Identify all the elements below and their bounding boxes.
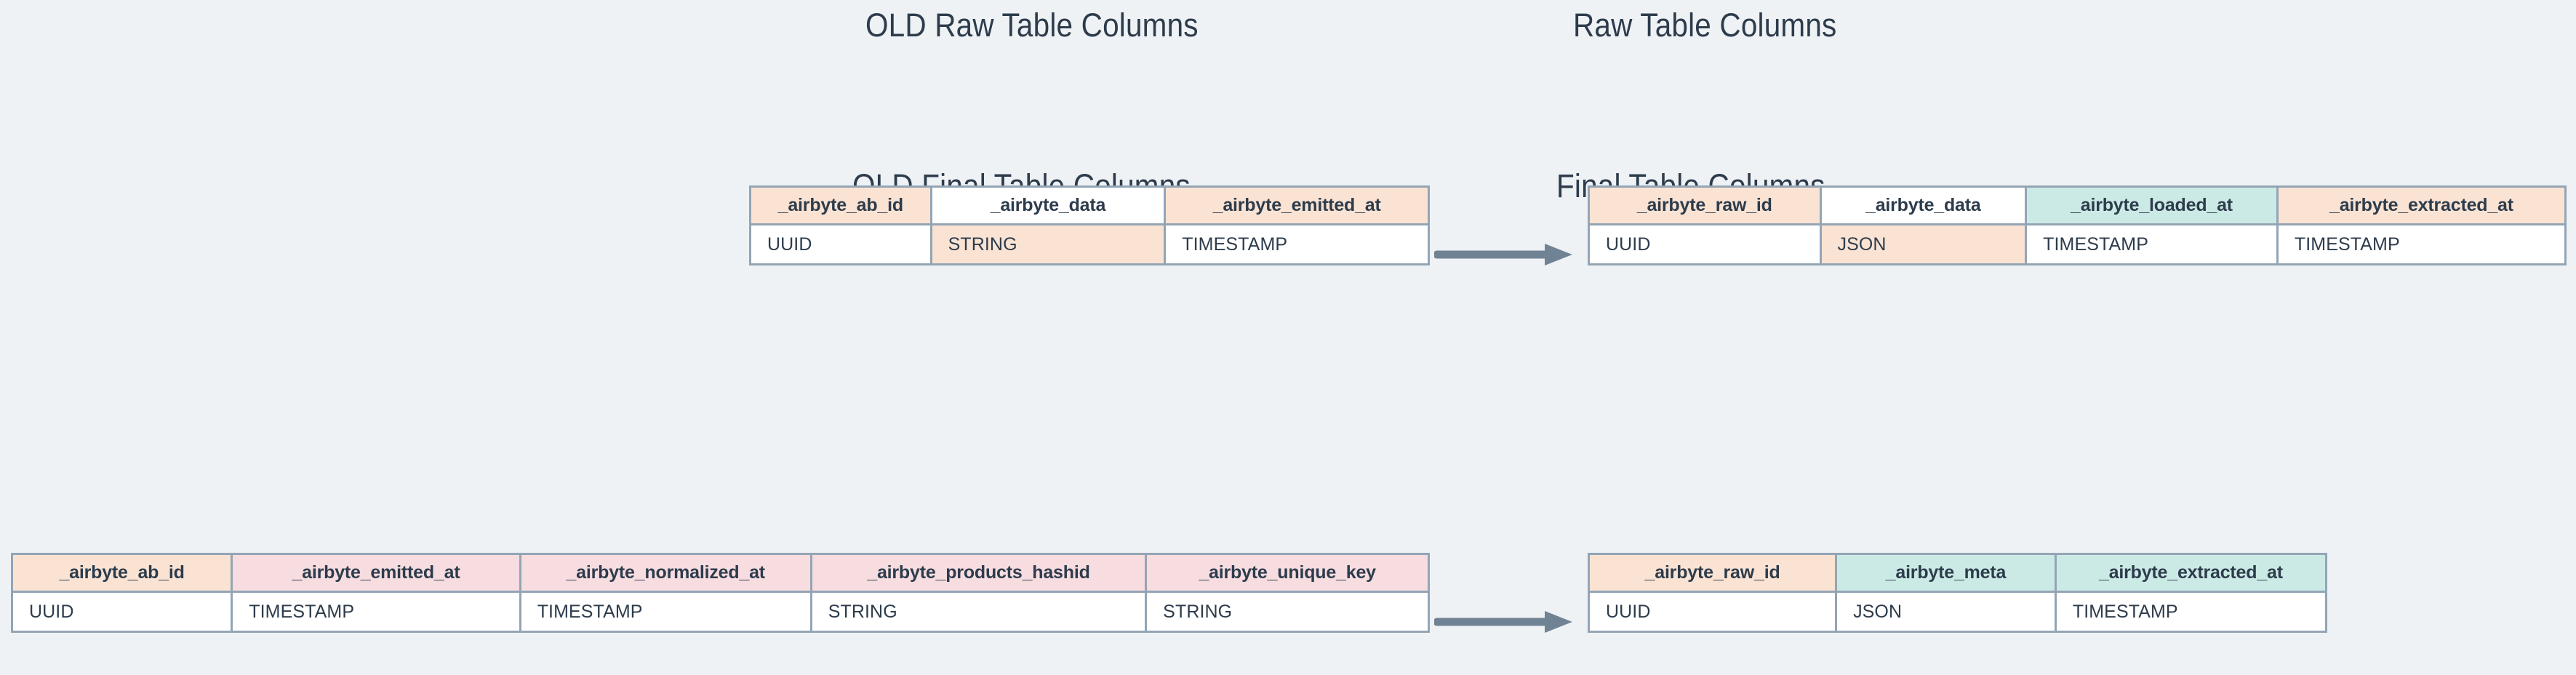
table-header-row: _airbyte_raw_id_airbyte_meta_airbyte_ext… (1590, 555, 2325, 593)
column-header-cell: _airbyte_loaded_at (2027, 188, 2279, 225)
old-raw-table-title: OLD Raw Table Columns (865, 7, 1199, 44)
column-type-cell: TIMESTAMP (2027, 225, 2279, 263)
new-raw-table-title: Raw Table Columns (1573, 7, 1837, 44)
old-raw-table: _airbyte_ab_id_airbyte_data_airbyte_emit… (749, 185, 1430, 265)
column-type-cell: UUID (13, 593, 233, 631)
column-header-cell: _airbyte_unique_key (1147, 555, 1428, 593)
column-type-cell: UUID (751, 225, 932, 263)
column-header-cell: _airbyte_ab_id (13, 555, 233, 593)
table-header-row: _airbyte_ab_id_airbyte_data_airbyte_emit… (751, 188, 1428, 225)
column-type-cell: TIMESTAMP (1166, 225, 1428, 263)
column-header-cell: _airbyte_extracted_at (2056, 555, 2325, 593)
column-type-cell: TIMESTAMP (521, 593, 812, 631)
column-type-cell: TIMESTAMP (2278, 225, 2564, 263)
column-type-cell: JSON (1821, 225, 2028, 263)
column-header-cell: _airbyte_data (932, 188, 1167, 225)
column-header-cell: _airbyte_normalized_at (521, 555, 812, 593)
column-header-cell: _airbyte_ab_id (751, 188, 932, 225)
raw-transform-arrow-icon (1434, 244, 1572, 265)
new-final-table: _airbyte_raw_id_airbyte_meta_airbyte_ext… (1588, 553, 2327, 633)
column-header-cell: _airbyte_data (1821, 188, 2028, 225)
old-final-table: _airbyte_ab_id_airbyte_emitted_at_airbyt… (11, 553, 1430, 633)
column-header-cell: _airbyte_meta (1837, 555, 2057, 593)
column-type-cell: STRING (812, 593, 1148, 631)
column-header-cell: _airbyte_raw_id (1590, 188, 1822, 225)
column-type-cell: UUID (1590, 593, 1838, 631)
final-transform-arrow-icon (1434, 611, 1572, 633)
column-header-cell: _airbyte_extracted_at (2278, 188, 2564, 225)
column-header-cell: _airbyte_products_hashid (812, 555, 1148, 593)
column-type-cell: JSON (1837, 593, 2057, 631)
new-raw-table: _airbyte_raw_id_airbyte_data_airbyte_loa… (1588, 185, 2567, 265)
column-type-cell: TIMESTAMP (2056, 593, 2325, 631)
column-type-cell: TIMESTAMP (233, 593, 521, 631)
table-header-row: _airbyte_raw_id_airbyte_data_airbyte_loa… (1590, 188, 2564, 225)
column-type-cell: STRING (932, 225, 1167, 263)
column-header-cell: _airbyte_emitted_at (233, 555, 521, 593)
column-header-cell: _airbyte_emitted_at (1166, 188, 1428, 225)
column-header-cell: _airbyte_raw_id (1590, 555, 1838, 593)
column-type-cell: UUID (1590, 225, 1822, 263)
column-type-cell: STRING (1147, 593, 1428, 631)
table-header-row: _airbyte_ab_id_airbyte_emitted_at_airbyt… (13, 555, 1428, 593)
